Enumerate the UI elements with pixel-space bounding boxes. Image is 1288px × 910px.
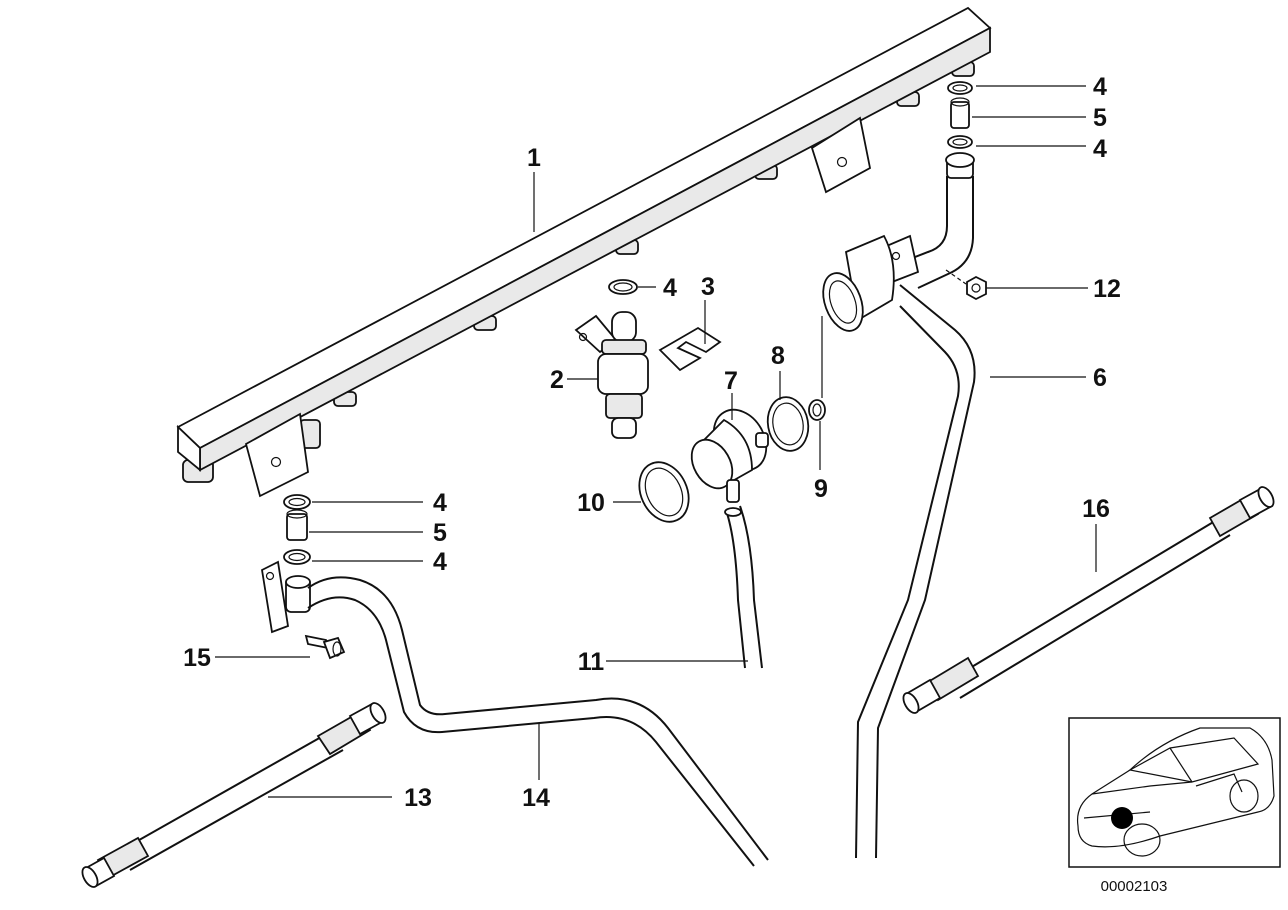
location-marker-dot	[1111, 807, 1133, 829]
diagram-reference-number: 00002103	[1101, 878, 1168, 895]
large-o-ring	[766, 396, 810, 452]
callout-16: 16	[1082, 495, 1110, 523]
callout-12: 12	[1093, 275, 1121, 303]
callout-1: 1	[527, 144, 541, 172]
callout-3: 3	[701, 273, 715, 301]
rail-bracket-right	[810, 116, 872, 194]
fuel-feed-line	[261, 560, 769, 867]
o-ring-top-right-2	[947, 135, 973, 149]
callout-6: 6	[1093, 364, 1107, 392]
hose-end-fitting-bottom	[902, 656, 980, 714]
hose-end-fitting-top	[1208, 486, 1275, 538]
fuel-return-line	[822, 152, 976, 859]
callout-5-top-right: 5	[1093, 104, 1107, 132]
callout-10: 10	[577, 489, 605, 517]
callout-4-left-2: 4	[433, 548, 447, 576]
callout-5-left: 5	[433, 519, 447, 547]
fuel-injector	[574, 311, 649, 439]
feed-hose-left	[81, 702, 387, 888]
callout-2: 2	[550, 366, 564, 394]
small-o-ring	[808, 399, 826, 421]
vehicle-location-inset	[1068, 717, 1281, 868]
callout-labels: 1 2 3 4 4 4 4 4 5 5 6 7 8 9 10 11 12 13 …	[183, 73, 1121, 812]
o-ring-left-2	[283, 549, 311, 565]
hose-end-fitting-upper	[316, 702, 387, 756]
retaining-ring	[638, 461, 690, 523]
o-ring-upper-injector	[608, 279, 638, 295]
rail-top-face	[176, 6, 992, 450]
callout-8: 8	[771, 342, 785, 370]
callout-15: 15	[183, 644, 211, 672]
rail-end-face	[177, 424, 201, 472]
feed-hose-right	[902, 486, 1275, 714]
pressure-regulator	[690, 408, 769, 503]
callout-4-injector: 4	[663, 274, 677, 302]
callout-4-top-right-2: 4	[1093, 135, 1107, 163]
callout-13: 13	[404, 784, 432, 812]
callout-11: 11	[578, 648, 605, 676]
callout-4-top-right-1: 4	[1093, 73, 1107, 101]
vacuum-hose	[724, 505, 763, 669]
hose-end-fitting-lower	[81, 836, 150, 888]
callout-14: 14	[522, 784, 550, 812]
car-outline-illustration	[1076, 727, 1275, 857]
spacer-top-right	[950, 97, 970, 129]
callout-4-left-1: 4	[433, 489, 447, 517]
rail-bracket-left	[244, 412, 309, 498]
injector-clip	[658, 326, 722, 372]
feed-line-bracket	[261, 560, 290, 634]
hex-nut	[966, 275, 987, 301]
leader-lines	[215, 85, 1097, 798]
mounting-bolt	[304, 634, 346, 660]
callout-9: 9	[814, 475, 828, 503]
o-ring-left-1	[283, 494, 311, 510]
fuel-rail	[176, 6, 992, 498]
o-ring-top-right-1	[947, 81, 973, 95]
callout-7: 7	[724, 367, 738, 395]
spacer-left	[286, 509, 308, 541]
